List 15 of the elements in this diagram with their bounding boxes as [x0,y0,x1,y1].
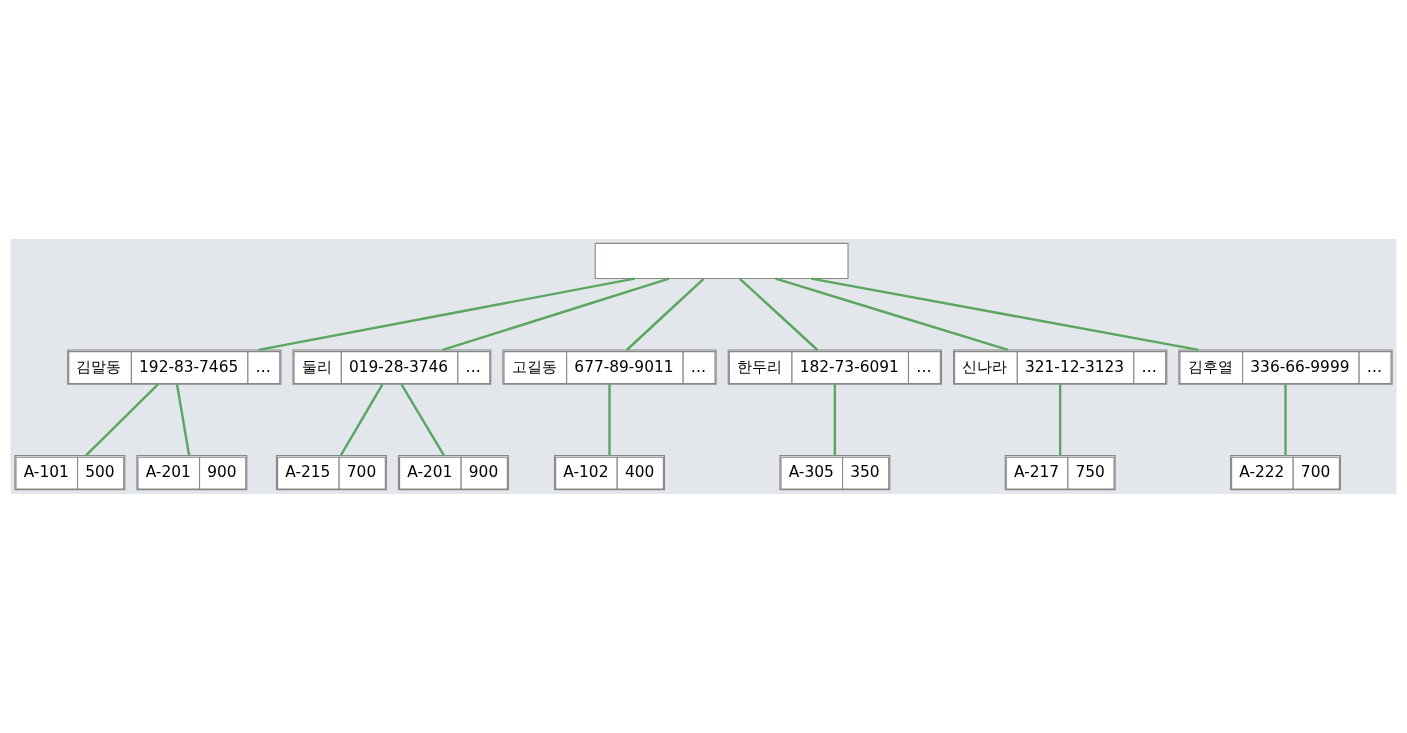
connector [400,383,445,457]
connector [775,277,1009,352]
connector [258,277,635,352]
connector [608,384,611,456]
connector [811,277,1199,352]
connector [85,383,159,457]
connector [739,277,819,351]
connector [339,383,384,457]
connector [1284,384,1287,456]
node-box [594,242,849,280]
connector [442,277,670,352]
connector [625,277,705,351]
connector [1058,384,1062,456]
connector [175,384,191,456]
connector [833,384,837,456]
